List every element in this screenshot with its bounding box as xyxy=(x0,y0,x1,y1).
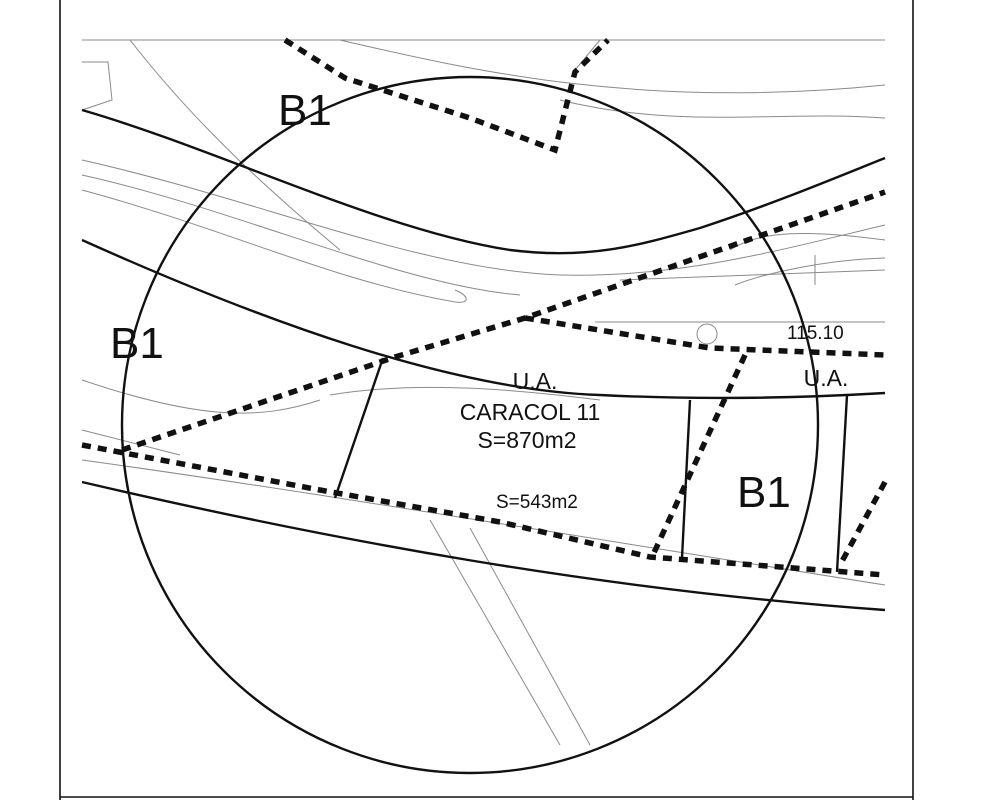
lot-divider-1 xyxy=(333,357,385,499)
zone-label-b1-top: B1 xyxy=(278,86,332,135)
solid-linework xyxy=(81,75,886,775)
boundary-lot-far xyxy=(837,480,888,567)
sheet-frame xyxy=(59,0,914,800)
area-label-secondary: S=543m2 xyxy=(496,492,578,513)
road-lower-edge xyxy=(81,480,886,612)
boundary-top xyxy=(283,37,610,154)
zone-label-b1-left: B1 xyxy=(110,319,164,368)
influence-circle xyxy=(120,75,820,775)
area-label-main: S=870m2 xyxy=(477,427,576,453)
dashed-boundaries xyxy=(81,37,888,578)
road-upper-edge xyxy=(81,108,886,255)
labels: B1 B1 B1 U.A. CARACOL 11 S=870m2 S=543m2… xyxy=(110,86,848,517)
lot-divider-2 xyxy=(680,399,692,559)
road-middle-edge xyxy=(81,238,886,400)
elevation-label: 115.10 xyxy=(787,323,844,344)
caracol-name-label: CARACOL 11 xyxy=(460,399,601,425)
lot-divider-3 xyxy=(835,394,849,573)
ua-label-right: U.A. xyxy=(804,365,849,391)
boundary-lower xyxy=(81,442,886,578)
ua-label-center: U.A. xyxy=(513,368,558,394)
boundary-diagonal xyxy=(121,189,886,453)
background-lines xyxy=(81,39,886,746)
boundary-lot-right xyxy=(649,353,748,559)
zone-label-b1-right: B1 xyxy=(737,468,791,517)
boundary-inner xyxy=(524,315,886,358)
